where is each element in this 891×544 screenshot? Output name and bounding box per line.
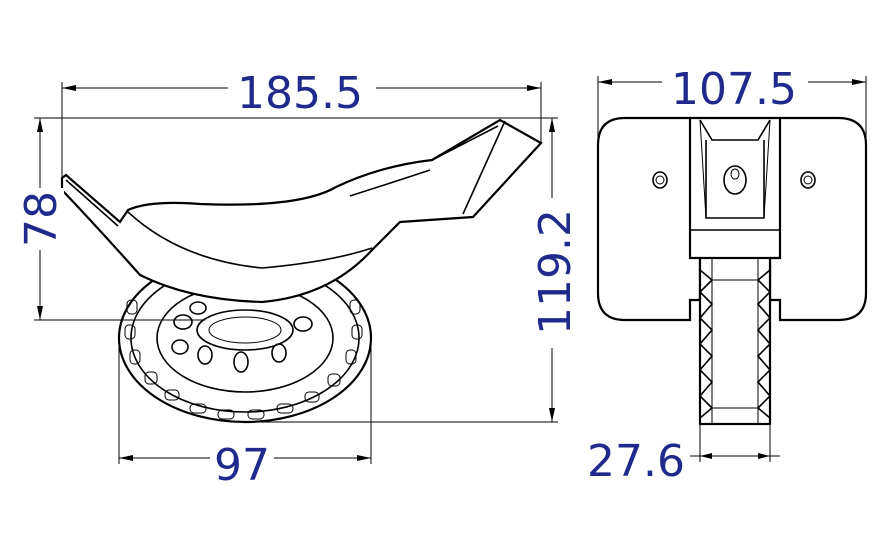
front-view: 107.5 27.6 bbox=[587, 60, 868, 487]
dim-width-front: 107.5 bbox=[671, 64, 797, 115]
dim-overall-height: 119.2 bbox=[530, 209, 581, 335]
dim-overall-length: 185.5 bbox=[237, 68, 363, 119]
dim-wheel-diameter: 97 bbox=[214, 440, 270, 491]
side-bracket bbox=[60, 118, 543, 304]
side-dimensions bbox=[34, 82, 558, 464]
front-plate bbox=[596, 116, 868, 322]
front-wheel bbox=[698, 256, 772, 426]
side-view: 185.5 78 119.2 97 bbox=[14, 66, 581, 491]
dim-height-side: 78 bbox=[16, 191, 67, 247]
front-dimensions bbox=[597, 76, 867, 462]
dim-wheel-width: 27.6 bbox=[587, 436, 685, 487]
